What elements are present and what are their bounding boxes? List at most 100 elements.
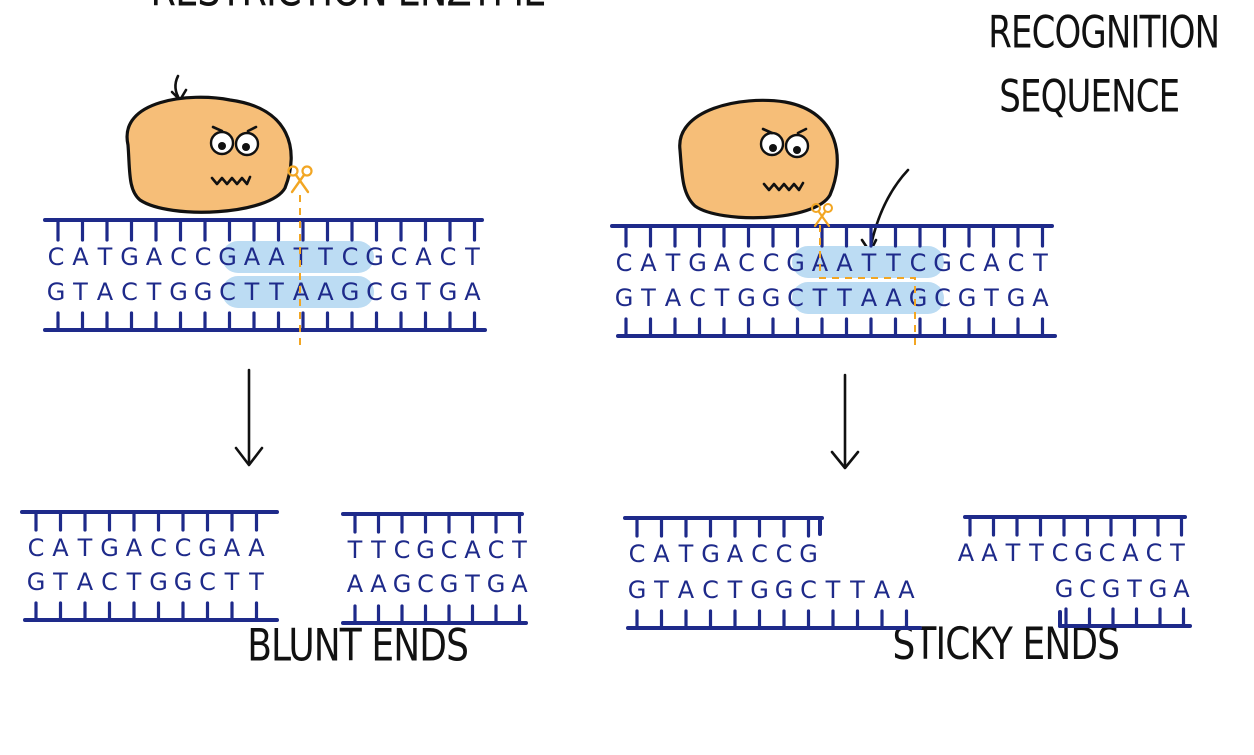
down-arrow-icon	[830, 373, 860, 470]
nucleotide: G	[100, 534, 119, 562]
recognition-pointer-arrow	[868, 168, 910, 252]
nucleotide: G	[701, 540, 720, 568]
nucleotide: G	[416, 536, 435, 564]
nucleotide: T	[849, 576, 865, 604]
nucleotide: A	[317, 278, 334, 306]
nucleotide: T	[146, 278, 162, 306]
nucleotide: A	[146, 243, 163, 271]
nucleotide: A	[464, 278, 481, 306]
backbone-top	[624, 224, 1045, 248]
nucleotide: C	[1008, 249, 1025, 277]
nucleotide: C	[150, 534, 167, 562]
nucleotide: T	[268, 278, 284, 306]
nucleotide: T	[317, 243, 333, 271]
nucleotide: T	[370, 536, 386, 564]
nucleotide: C	[28, 534, 45, 562]
enzyme-face-icon	[759, 127, 810, 192]
nucleotide: A	[983, 249, 1000, 277]
nucleotide: G	[762, 284, 781, 312]
nucleotide: A	[511, 570, 528, 598]
nucleotide: T	[126, 568, 142, 596]
nucleotide: G	[393, 570, 412, 598]
nucleotide: T	[1032, 249, 1048, 277]
down-arrow-icon	[234, 368, 264, 467]
nucleotide: T	[72, 278, 88, 306]
nucleotide: C	[440, 243, 457, 271]
nucleotide: C	[170, 243, 187, 271]
nucleotide: A	[248, 534, 265, 562]
nucleotide: A	[415, 243, 432, 271]
nucleotide: G	[750, 576, 769, 604]
nucleotide: A	[714, 249, 731, 277]
nucleotide: C	[738, 249, 755, 277]
nucleotide: T	[861, 249, 877, 277]
nucleotide: T	[415, 278, 431, 306]
nucleotide: C	[175, 534, 192, 562]
nucleotide: A	[293, 278, 310, 306]
nucleotide: C	[48, 243, 65, 271]
nucleotide: A	[874, 576, 891, 604]
nucleotide: T	[293, 243, 309, 271]
recognition-highlight-bottom	[792, 282, 944, 314]
nucleotide: G	[1007, 284, 1026, 312]
nucleotide: T	[77, 534, 93, 562]
scissors-icon	[287, 165, 313, 194]
nucleotide: C	[488, 536, 505, 564]
nucleotide: T	[1005, 539, 1021, 567]
nucleotide: C	[417, 570, 434, 598]
nucleotide: G	[27, 568, 46, 596]
nucleotide: C	[342, 243, 359, 271]
backbone-top	[56, 218, 477, 242]
recognition-highlight-top	[792, 246, 944, 278]
nucleotide: T	[1169, 539, 1185, 567]
nucleotide: C	[391, 243, 408, 271]
nucleotide: T	[52, 568, 68, 596]
nucleotide: C	[959, 249, 976, 277]
nucleotide: T	[983, 284, 999, 312]
nucleotide: A	[861, 284, 878, 312]
nucleotide: A	[665, 284, 682, 312]
nucleotide: C	[1099, 539, 1116, 567]
nucleotide: G	[194, 278, 213, 306]
backbone-bottom	[56, 311, 477, 332]
nucleotide: C	[776, 540, 793, 568]
nucleotide: A	[77, 568, 94, 596]
nucleotide: C	[787, 284, 804, 312]
nucleotide: C	[616, 249, 633, 277]
nucleotide: T	[347, 536, 363, 564]
nucleotide: G	[1074, 539, 1093, 567]
enzyme-right	[678, 98, 839, 220]
nucleotide: C	[121, 278, 138, 306]
nucleotide: A	[958, 539, 975, 567]
nucleotide: T	[1126, 575, 1142, 603]
recognition-label-line2: SEQUENCE	[999, 71, 1179, 123]
nucleotide: C	[702, 576, 719, 604]
restriction-enzyme-label: RESTRICTION ENZYME	[150, 0, 545, 17]
nucleotide: A	[885, 284, 902, 312]
nucleotide: A	[224, 534, 241, 562]
nucleotide: T	[464, 570, 480, 598]
nucleotide: A	[268, 243, 285, 271]
nucleotide: A	[244, 243, 261, 271]
recognition-label-line1: RECOGNITION	[988, 7, 1219, 59]
nucleotide: A	[653, 540, 670, 568]
nucleotide: A	[640, 249, 657, 277]
nucleotide: T	[640, 284, 656, 312]
nucleotide: G	[169, 278, 188, 306]
nucleotide: A	[1032, 284, 1049, 312]
nucleotide: G	[390, 278, 409, 306]
nucleotide: G	[1055, 575, 1074, 603]
nucleotide: A	[678, 576, 695, 604]
nucleotide: A	[898, 576, 915, 604]
nucleotide: A	[126, 534, 143, 562]
enzyme-left	[125, 95, 293, 214]
nucleotide: C	[199, 568, 216, 596]
